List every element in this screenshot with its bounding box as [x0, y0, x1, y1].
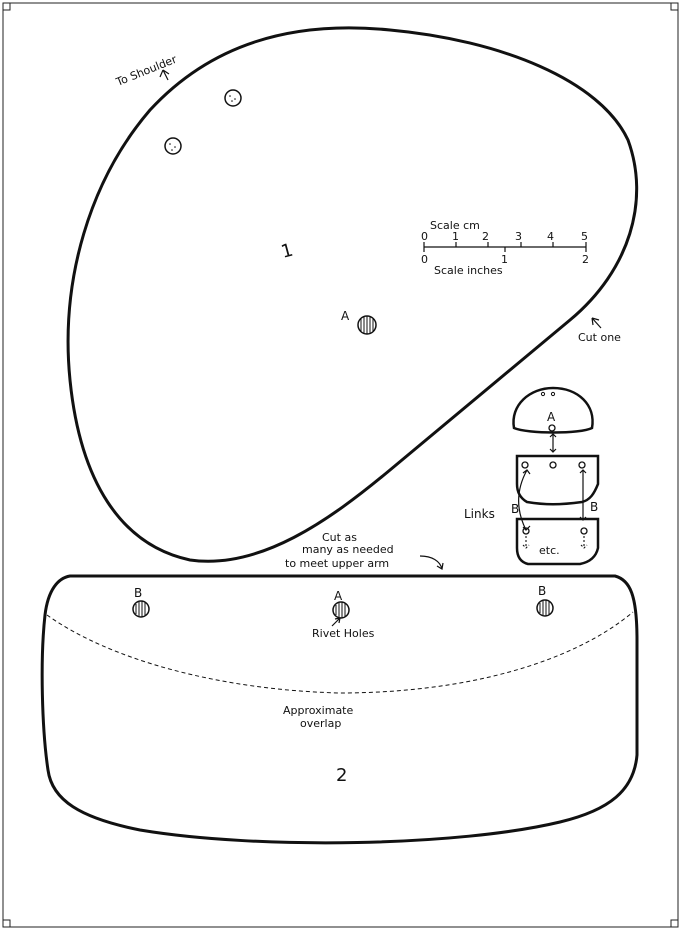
- link-continue-left: [522, 536, 530, 549]
- piece-2-rivet-hole-right: [536, 599, 554, 617]
- cut-one-note: Cut one: [578, 331, 621, 344]
- link-continuation: etc.: [539, 544, 560, 557]
- link-top-arrow: [549, 433, 557, 453]
- to-shoulder-note: To Shoulder: [113, 53, 179, 90]
- scale-cm-title: Scale cm: [430, 219, 480, 232]
- piece-2-rivet-hole-left: [132, 600, 150, 618]
- piece-2-rivet-hole-center: [332, 601, 350, 619]
- cut-note-line3: to meet upper arm: [285, 557, 389, 570]
- to-shoulder-arrow: [159, 69, 170, 81]
- cm-tick-4: 4: [547, 230, 554, 243]
- piece-1-rivet-label: A: [341, 309, 350, 323]
- scale-bar: Scale cm 0 1 2 3 4 5 0 1 2 Scale inches: [421, 219, 589, 277]
- inch-tick-0: 0: [421, 253, 428, 266]
- piece-2-rivet-label-center: A: [334, 589, 343, 603]
- link-b-right: B: [590, 500, 598, 514]
- piece-1-rivet-hole: [357, 315, 377, 335]
- link-bottom-holes: [522, 527, 588, 535]
- cm-tick-2: 2: [482, 230, 489, 243]
- link-middle-holes: [521, 461, 586, 469]
- link-b-left: B: [511, 502, 519, 516]
- link-right-arrow: [579, 469, 587, 521]
- link-top-label: A: [547, 410, 556, 424]
- link-top-piece: [512, 386, 594, 434]
- cut-note-line2: many as needed: [302, 543, 394, 556]
- link-middle-piece: [515, 454, 600, 506]
- link-continue-right: [580, 536, 588, 549]
- links-label: Links: [464, 507, 495, 521]
- inch-tick-2: 2: [582, 253, 589, 266]
- link-bottom-piece: [515, 517, 600, 566]
- piece-2-rivet-label-right: B: [538, 584, 546, 598]
- inch-tick-1: 1: [501, 253, 508, 266]
- piece-2-number: 2: [336, 765, 347, 786]
- rivet-holes-note: Rivet Holes: [312, 627, 375, 640]
- link-top-holes: [540, 391, 556, 432]
- rivet-holes-arrow: [331, 617, 341, 627]
- shoulder-holes: [164, 89, 242, 155]
- cm-tick-5: 5: [581, 230, 588, 243]
- overlap-note-line2: overlap: [300, 717, 341, 730]
- piece-2-outline: [40, 574, 639, 845]
- overlap-line: [46, 611, 634, 694]
- piece-2-rivet-label-left: B: [134, 586, 142, 600]
- overlap-note-line1: Approximate: [283, 704, 353, 717]
- corner-marks: [3, 3, 678, 927]
- cut-note-line1: Cut as: [322, 531, 357, 544]
- piece-1-outline: [66, 26, 639, 563]
- cm-tick-1: 1: [452, 230, 459, 243]
- cm-tick-3: 3: [515, 230, 522, 243]
- piece-1-number: 1: [279, 240, 295, 263]
- cut-note-arrow: [419, 555, 444, 570]
- scale-inches-title: Scale inches: [434, 264, 503, 277]
- cut-one-arrow: [591, 317, 602, 329]
- cm-tick-0: 0: [421, 230, 428, 243]
